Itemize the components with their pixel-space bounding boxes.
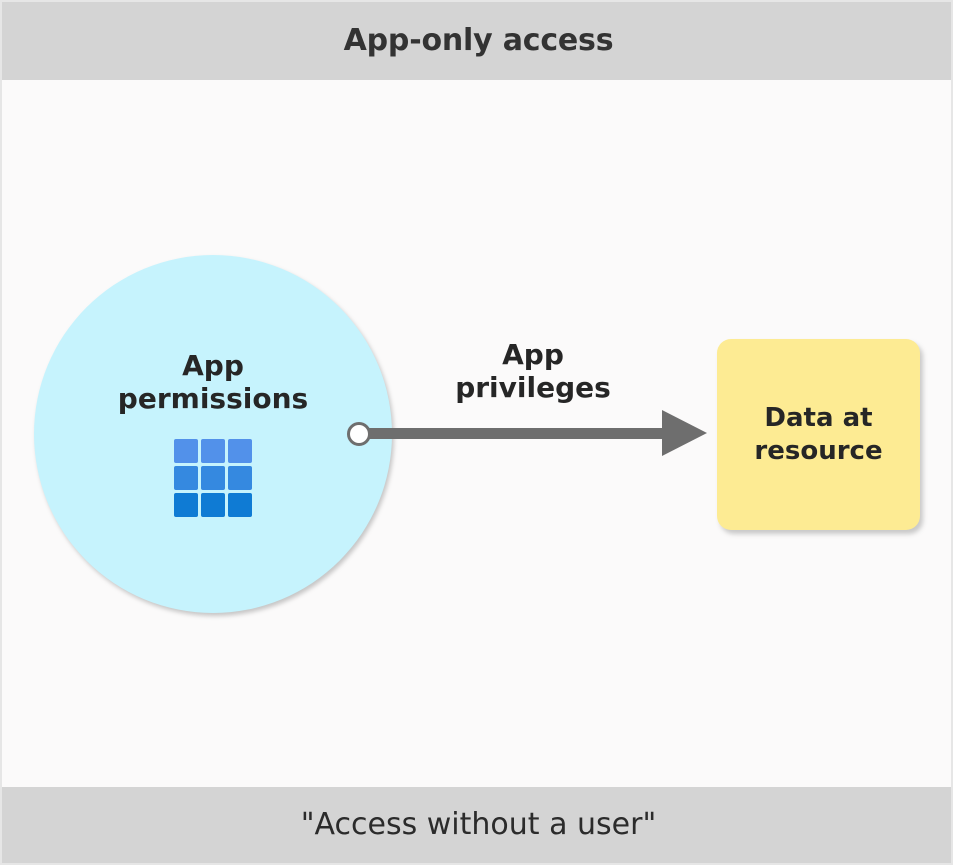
diagram-canvas: App permissions App privileges [2,80,951,787]
diagram-footer: "Access without a user" [2,787,951,863]
grid-cell [228,466,252,491]
arrow-right-icon [662,410,707,456]
grid-cell [174,439,198,464]
connector-label-line1: App [502,338,564,371]
node-app-permissions-label-line1: App [182,349,244,382]
grid-cell [228,439,252,464]
node-app-permissions: App permissions [34,255,392,613]
grid-cell [228,493,252,518]
grid-cell [201,493,225,518]
diagram-caption: "Access without a user" [300,807,657,842]
diagram-header: App-only access [2,2,951,80]
connector-label-line2: privileges [455,371,611,405]
grid-cell [201,466,225,491]
grid-cell [201,439,225,464]
node-app-permissions-label-line2: permissions [117,382,309,416]
connector-label: App privileges [402,338,664,404]
connector-line [368,428,664,439]
node-data-at-resource-label-line1: Data at [764,403,873,433]
node-app-permissions-content: App permissions [34,349,392,518]
node-data-at-resource-label-line2: resource [754,435,883,466]
grid-cell [174,493,198,518]
node-data-at-resource: Data at resource [717,339,920,530]
grid-cell [174,466,198,491]
grid-3x3-icon [171,439,255,518]
connector-endpoint-circle-icon [347,422,371,446]
node-data-at-resource-label: Data at resource [744,402,892,467]
diagram-title: App-only access [343,23,614,58]
